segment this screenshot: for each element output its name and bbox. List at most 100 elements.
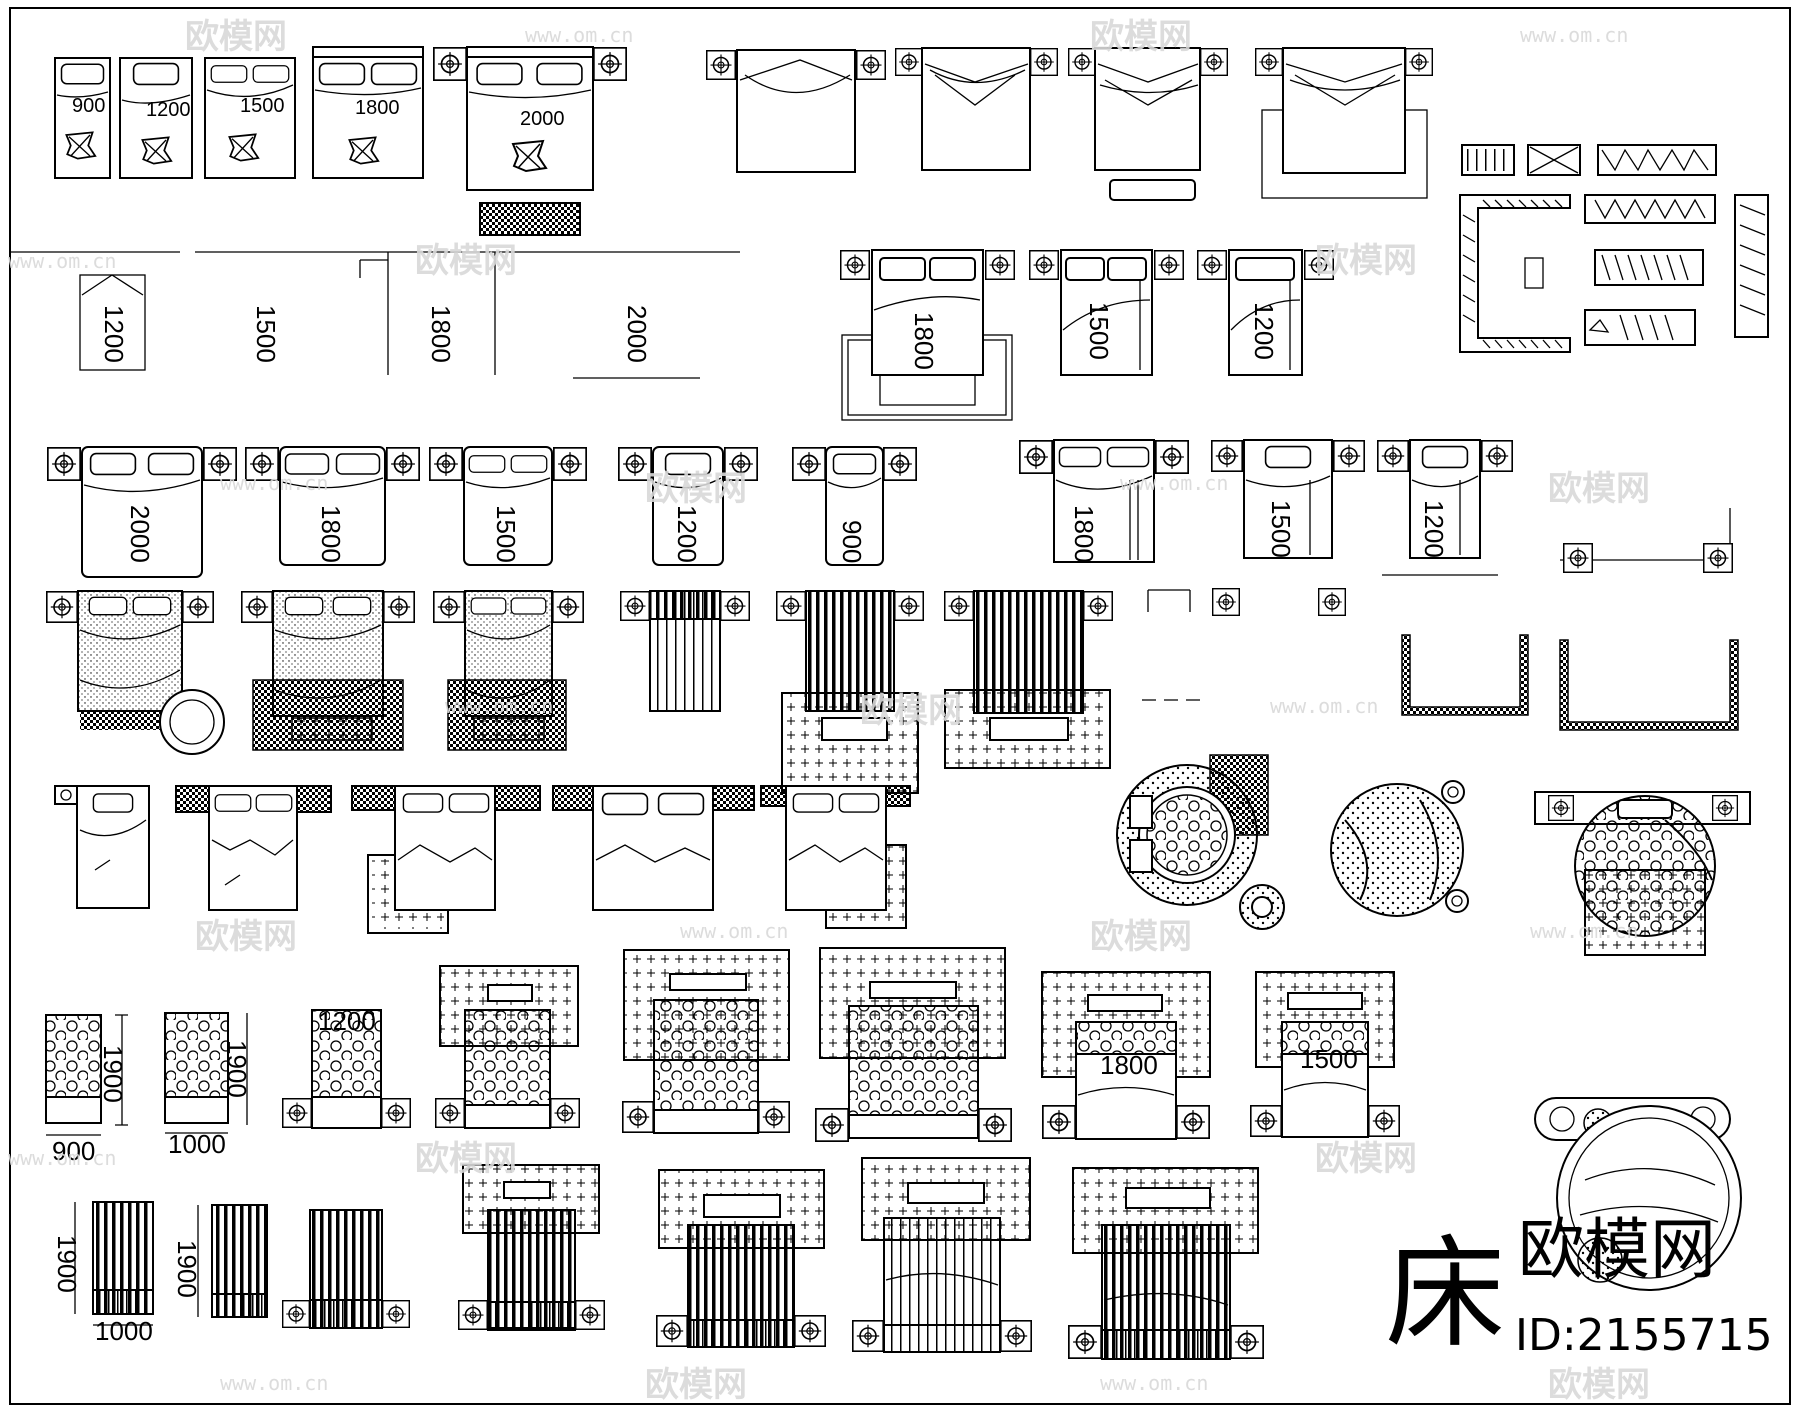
bed-row-7: 1900 1000 1900 xyxy=(52,1157,1264,1360)
bed-r4-3 xyxy=(433,590,584,751)
bed-r3-1800: 1800 xyxy=(244,446,421,566)
watermark-brand: 欧模网 xyxy=(645,1365,747,1405)
polka-length-1: 1900 xyxy=(98,1045,128,1103)
stripe-single-2: 1900 xyxy=(172,1204,268,1318)
round-beds xyxy=(1116,754,1751,956)
watermark-brand: 欧模网 xyxy=(415,241,517,281)
wardrobe-blocks xyxy=(1459,144,1769,353)
watermark-url: www.om.cn xyxy=(1530,919,1638,943)
bed-row-3: 2000 1800 1500 1200 900 xyxy=(46,446,917,578)
watermark-url: www.om.cn xyxy=(680,919,788,943)
stripe-width-1000: 1000 xyxy=(95,1316,153,1346)
polka-bed-c xyxy=(815,947,1012,1142)
watermark-brand: 欧模网 xyxy=(1548,1365,1650,1405)
bed-row-4 xyxy=(46,590,1113,794)
bed-r4-1 xyxy=(46,590,225,755)
polka-single-900: 1900 900 xyxy=(45,1014,128,1166)
bed-r5-2 xyxy=(175,785,332,911)
bed-r5-5 xyxy=(760,785,911,929)
stripe-bed-b xyxy=(458,1164,605,1331)
watermark-url: www.om.cn xyxy=(1100,1371,1208,1395)
bed-outline-1 xyxy=(705,49,887,173)
bed-1200: 1200 xyxy=(119,57,193,179)
stripe-single-1: 1900 1000 xyxy=(52,1201,154,1346)
quilt-bed-1500: 1500 xyxy=(1250,971,1400,1138)
bed-r5-1 xyxy=(54,785,150,909)
watermarks: 欧模网 欧模网 www.om.cn www.om.cn 欧模网 欧模网 www.… xyxy=(8,17,1650,1405)
r3b-label-1200: 1200 xyxy=(1419,500,1449,558)
mid-bed-label-1200: 1200 xyxy=(1249,302,1279,360)
watermark-brand: 欧模网 xyxy=(645,469,747,509)
bed-outline-4 xyxy=(1255,47,1433,199)
polka-bed-a xyxy=(435,965,580,1129)
brand-name: 欧模网 xyxy=(1518,1211,1716,1288)
r3-label-2000: 2000 xyxy=(125,505,155,563)
bed-row-5 xyxy=(54,785,911,934)
bed-r5-4 xyxy=(552,785,755,911)
watermark-brand: 欧模网 xyxy=(1315,1139,1417,1179)
polka-length-2: 1900 xyxy=(222,1040,252,1098)
bed-label-1800: 1800 xyxy=(355,97,400,119)
bed-size-guides: 1200 1500 1800 2000 xyxy=(10,251,740,379)
watermark-url: www.om.cn xyxy=(1120,471,1228,495)
bed-r5-3 xyxy=(351,785,541,934)
corner-frames xyxy=(1401,634,1739,731)
guide-label-1800: 1800 xyxy=(426,305,456,363)
stripe-length-2: 1900 xyxy=(172,1240,202,1298)
r3-label-1800: 1800 xyxy=(316,505,346,563)
r3-label-900: 900 xyxy=(837,520,867,563)
r3-label-1200: 1200 xyxy=(672,505,702,563)
bed-group-top-left: 900 1200 1500 1800 xyxy=(54,46,627,236)
watermark-brand: 欧模网 xyxy=(860,691,962,731)
quilt-label-1500: 1500 xyxy=(1300,1044,1358,1074)
watermark-brand: 欧模网 xyxy=(1315,241,1417,281)
watermark-url: www.om.cn xyxy=(8,1146,116,1170)
watermark-brand: 欧模网 xyxy=(415,1139,517,1179)
watermark-url: www.om.cn xyxy=(220,1371,328,1395)
bed-label-1200: 1200 xyxy=(146,99,191,121)
bed-r3-1200: 1200 xyxy=(617,446,759,566)
bed-1800: 1800 xyxy=(312,46,424,179)
bed-2000: 2000 xyxy=(433,46,627,236)
watermark-brand: 欧模网 xyxy=(1090,917,1192,957)
bed-r4-5-striped xyxy=(776,590,924,794)
watermark-url: www.om.cn xyxy=(8,249,116,273)
watermark-url: www.om.cn xyxy=(1520,23,1628,47)
polka-1200: 1200 xyxy=(282,1006,411,1129)
bed-outline-3 xyxy=(1068,47,1228,201)
bed-group-mid: 1800 1500 1200 xyxy=(839,249,1335,421)
guide-label-2000: 2000 xyxy=(622,305,652,363)
r3b-label-1500: 1500 xyxy=(1266,500,1296,558)
round-bed-1 xyxy=(1116,754,1285,930)
bed-label-1500: 1500 xyxy=(240,95,285,117)
bed-r4-2 xyxy=(241,590,415,751)
bed-label-2000: 2000 xyxy=(520,108,565,130)
bed-outline-2 xyxy=(895,47,1058,171)
sheet-title: 床 xyxy=(1385,1225,1505,1364)
bed-group-top-middle xyxy=(705,47,1433,201)
bed-r3-900: 900 xyxy=(792,446,917,566)
watermark-url: www.om.cn xyxy=(220,471,328,495)
watermark-url: www.om.cn xyxy=(1270,694,1378,718)
bed-r3-2000: 2000 xyxy=(46,446,238,578)
guide-label-1500: 1500 xyxy=(251,305,281,363)
bed-row-3b: 1800 1500 1200 xyxy=(1018,439,1734,701)
polka-single-1000: 1900 1000 xyxy=(164,1012,252,1159)
stripe-length-1: 1900 xyxy=(52,1235,82,1293)
stripe-bed-a xyxy=(282,1209,410,1329)
polka-width-1000: 1000 xyxy=(168,1129,226,1159)
polka-width-900: 900 xyxy=(52,1136,95,1166)
watermark-brand: 欧模网 xyxy=(195,917,297,957)
sheet-border xyxy=(9,7,1791,1405)
bed-single-900: 900 xyxy=(54,57,111,179)
r3b-label-1800: 1800 xyxy=(1069,505,1099,563)
r3-label-1500: 1500 xyxy=(491,505,521,563)
polka-top-1200: 1200 xyxy=(318,1006,376,1036)
model-id: ID:2155715 xyxy=(1515,1310,1773,1361)
quilt-label-1800: 1800 xyxy=(1100,1050,1158,1080)
bed-1500: 1500 xyxy=(204,57,296,179)
mid-bed-label-1500: 1500 xyxy=(1084,302,1114,360)
round-bed-large xyxy=(1534,1097,1742,1291)
round-bed-2 xyxy=(1330,780,1469,917)
